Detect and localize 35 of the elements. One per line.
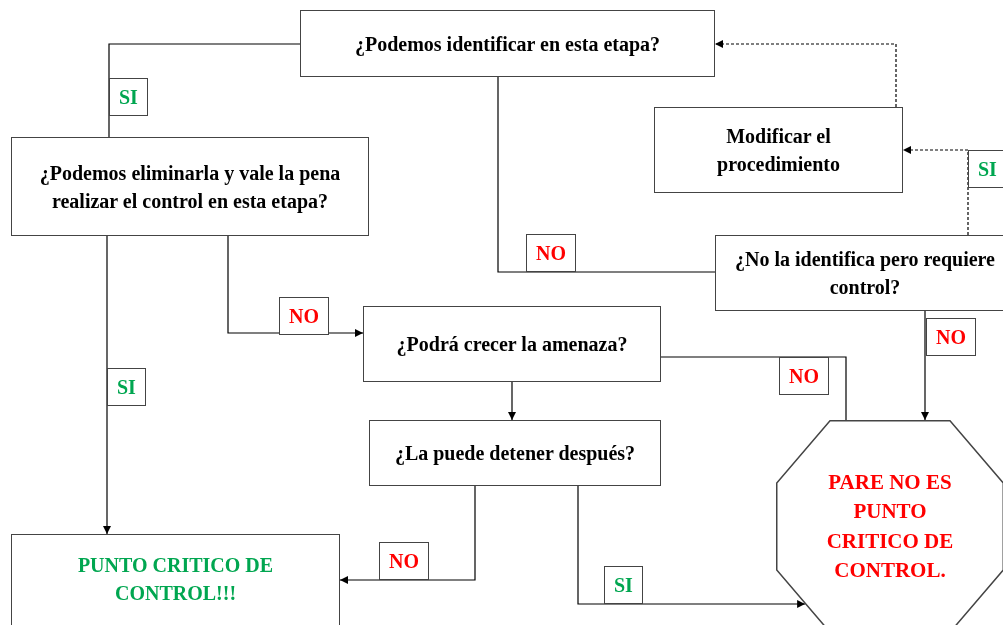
node-text: PUNTO CRITICO DE CONTROL!!! [76, 553, 275, 606]
edge-label: NO [926, 318, 976, 356]
arrow [577, 485, 806, 608]
stop-octagon [776, 420, 1003, 625]
decision-box [11, 137, 369, 236]
edge-label: NO [526, 234, 576, 272]
arrow [508, 381, 516, 421]
node-text: PARE NO ES PUNTO CRITICO DE CONTROL. [825, 468, 955, 584]
result-box [11, 534, 340, 625]
node-text: ¿La puede detener después? [393, 441, 637, 467]
decision-box [300, 10, 715, 77]
edge-label: NO [379, 542, 429, 580]
arrow [339, 485, 476, 584]
decision-box [369, 420, 661, 486]
edge-label: SI [968, 150, 1003, 188]
arrow [714, 40, 897, 108]
node-text: ¿Podrá crecer la amenaza? [395, 332, 629, 358]
edge-label: NO [779, 357, 829, 395]
decision-box [363, 306, 661, 382]
edge-label: SI [604, 566, 643, 604]
arrow [902, 146, 969, 236]
arrow [103, 235, 111, 535]
arrow [921, 310, 929, 421]
edge-label: SI [107, 368, 146, 406]
node-text: ¿Podemos eliminarla y vale la pena realizar el control en esta etapa? [38, 160, 342, 215]
node-text: ¿Podemos identificar en esta etapa? [353, 31, 662, 58]
connector-line [497, 76, 716, 273]
decision-box [715, 235, 1003, 311]
edge-label: SI [109, 78, 148, 116]
connector-line [108, 43, 301, 138]
connector-line [660, 356, 847, 421]
edge-label: NO [279, 297, 329, 335]
decision-box [654, 107, 903, 193]
node-text: ¿No la identifica pero requiere control? [734, 247, 996, 300]
node-text: Modificar el procedimiento [716, 124, 841, 178]
